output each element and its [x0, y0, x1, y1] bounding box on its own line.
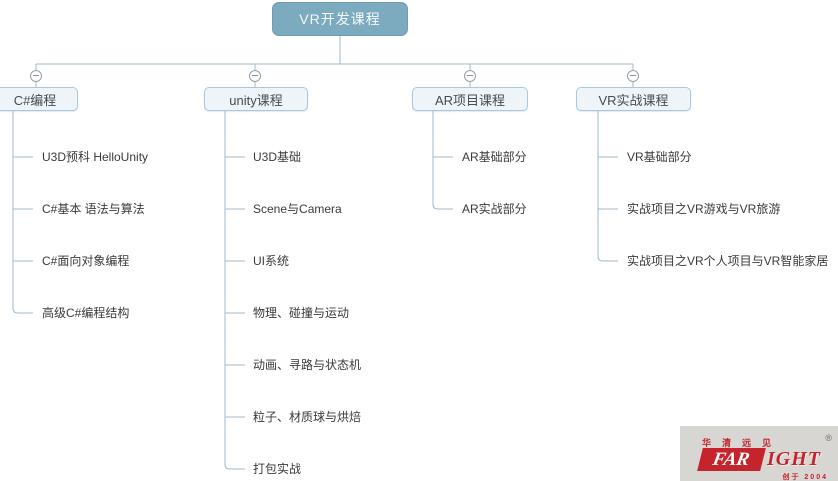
branch-topic-csharp[interactable]: C#编程	[0, 87, 78, 111]
root-topic[interactable]: VR开发课程	[272, 2, 408, 36]
minus-icon	[630, 75, 636, 76]
leaf-topic[interactable]: AR基础部分	[462, 150, 527, 164]
leaf-topic[interactable]: 粒子、材质球与烘焙	[253, 410, 362, 424]
leaf-topic[interactable]: U3D基础	[253, 150, 302, 164]
leaf-topic[interactable]: 高级C#编程结构	[42, 306, 130, 320]
collapse-toggle-ar[interactable]	[464, 70, 476, 82]
collapse-toggle-unity[interactable]	[249, 70, 261, 82]
leaf-topic[interactable]: 动画、寻路与状态机	[253, 358, 362, 372]
registered-mark: ®	[825, 433, 832, 443]
leaf-topic[interactable]: 实战项目之VR游戏与VR旅游	[627, 202, 781, 216]
branch-topic-vr[interactable]: VR实战课程	[576, 87, 691, 111]
minus-icon	[252, 75, 258, 76]
farsight-logo: 华清远见 ® FAR IGHT 创于 2004	[680, 426, 838, 481]
logo-ight-text: IGHT	[767, 448, 821, 470]
collapse-toggle-vr[interactable]	[627, 70, 639, 82]
leaf-topic[interactable]: VR基础部分	[627, 150, 692, 164]
minus-icon	[467, 75, 473, 76]
leaf-topic[interactable]: 实战项目之VR个人项目与VR智能家居	[627, 254, 829, 268]
logo-far-block: FAR	[697, 448, 766, 471]
leaf-topic[interactable]: 物理、碰撞与运动	[253, 306, 350, 320]
logo-tagline: 创于 2004	[782, 474, 828, 481]
leaf-topic[interactable]: C#面向对象编程	[42, 254, 130, 268]
leaf-topic[interactable]: AR实战部分	[462, 202, 527, 216]
minus-icon	[33, 75, 39, 76]
logo-chinese-name: 华清远见	[702, 438, 783, 448]
leaf-topic[interactable]: 打包实战	[253, 462, 302, 476]
branch-topic-ar[interactable]: AR项目课程	[412, 87, 528, 111]
leaf-topic[interactable]: UI系统	[253, 254, 290, 268]
leaf-topic[interactable]: C#基本 语法与算法	[42, 202, 145, 216]
leaf-topic[interactable]: Scene与Camera	[253, 202, 342, 216]
collapse-toggle-csharp[interactable]	[30, 70, 42, 82]
leaf-topic[interactable]: U3D预科 HelloUnity	[42, 150, 149, 164]
logo-far-text: FAR	[711, 448, 752, 470]
branch-topic-unity[interactable]: unity课程	[204, 87, 308, 111]
